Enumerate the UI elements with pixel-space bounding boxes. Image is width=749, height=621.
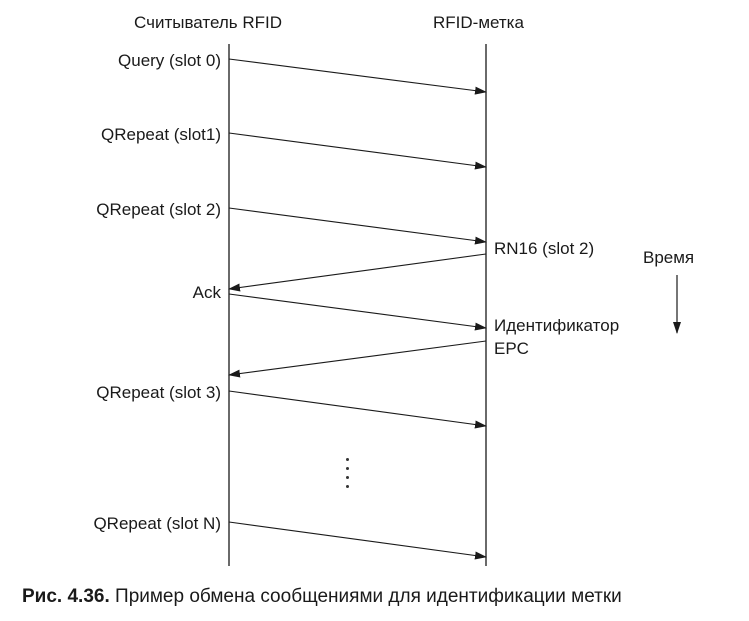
ellipsis-vertical — [345, 458, 351, 494]
arrow-qrepeat-slot1 — [228, 132, 487, 170]
reader-header: Считыватель RFID — [134, 13, 283, 32]
label-qrepeat-slot2: QRepeat (slot 2) — [96, 200, 221, 219]
label-ack: Ack — [192, 283, 221, 302]
label-qrepeat-slotN: QRepeat (slot N) — [93, 514, 221, 533]
sequence-diagram — [228, 44, 681, 566]
label-rn16-slot2: RN16 (slot 2) — [494, 239, 595, 258]
arrow-rn16-slot2 — [228, 253, 487, 292]
figure-caption: Рис. 4.36. Пример обмена сообщениями для… — [22, 585, 622, 609]
label-query-slot0: Query (slot 0) — [118, 51, 221, 70]
arrow-ack — [228, 293, 487, 331]
label-epc-line2: EPC — [494, 339, 529, 358]
time-label: Время — [643, 248, 695, 267]
arrow-query-slot0 — [228, 58, 487, 95]
arrow-qrepeat-slotN — [228, 521, 487, 560]
label-qrepeat-slot1: QRepeat (slot1) — [101, 125, 221, 144]
label-qrepeat-slot3: QRepeat (slot 3) — [96, 383, 221, 402]
figure-number: Рис. 4.36. — [22, 586, 110, 607]
caption-text: Пример обмена сообщениями для идентифика… — [115, 586, 622, 607]
arrow-qrepeat-slot3 — [228, 390, 487, 429]
arrow-epc — [228, 340, 487, 378]
tag-header: RFID-метка — [433, 13, 524, 32]
label-epc-line1: Идентификатор — [494, 316, 620, 335]
arrow-qrepeat-slot2 — [228, 207, 487, 245]
